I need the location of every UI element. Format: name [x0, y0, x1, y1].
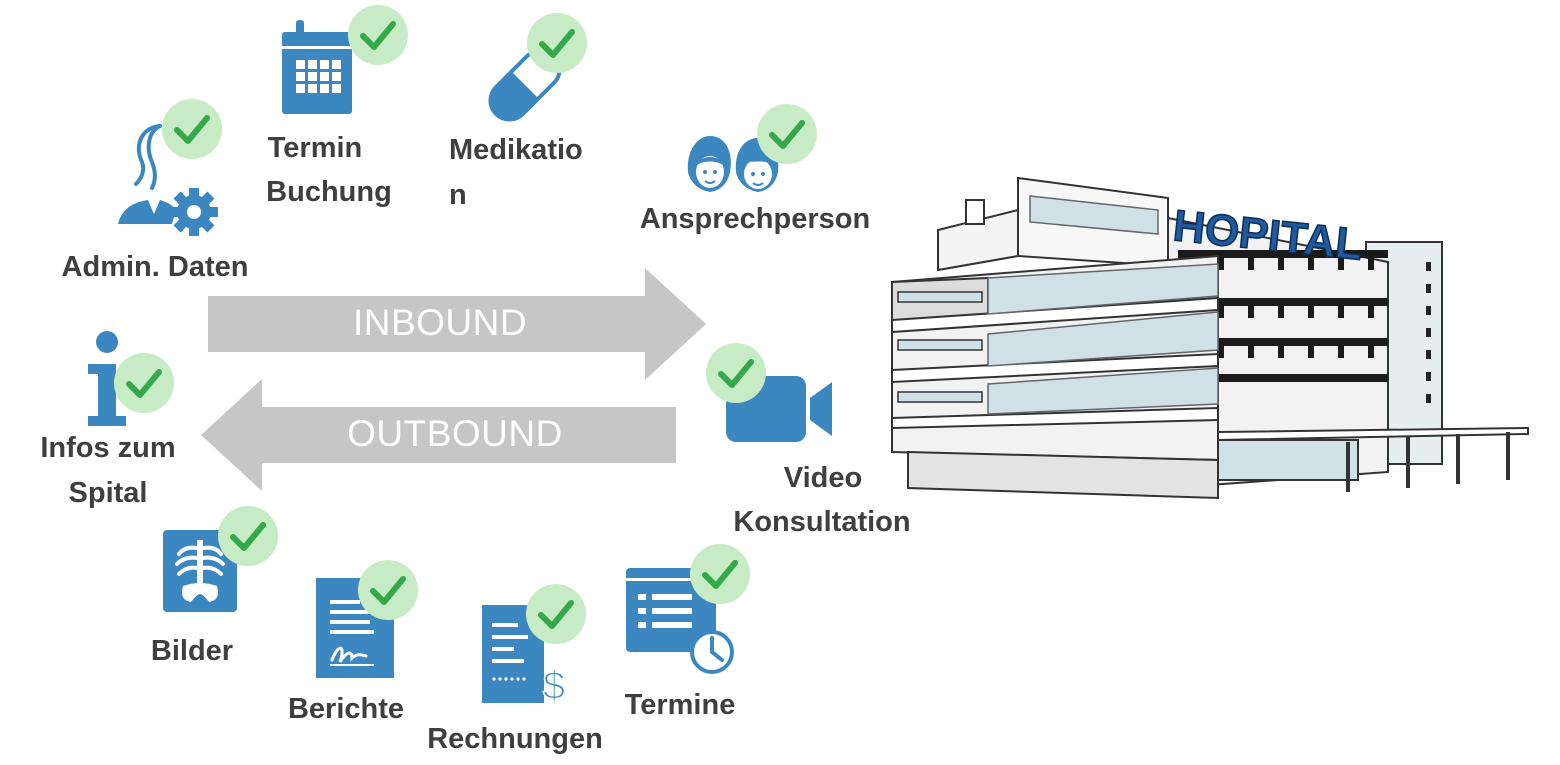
checkmark-icon — [757, 104, 817, 164]
termin-buchung-label-2: Buchung — [266, 176, 392, 208]
video-label-1: Video — [783, 462, 863, 494]
outbound-label: OUTBOUND — [347, 413, 563, 454]
rechnungen-label: Rechnungen — [427, 723, 603, 755]
inbound-label: INBOUND — [352, 302, 528, 343]
hospital-building: HOPITAL — [891, 176, 1529, 500]
user-gear-icon — [118, 124, 218, 236]
checkmark-icon — [114, 353, 174, 413]
checkmark-icon — [526, 584, 586, 644]
video-label-2: Konsultation — [733, 506, 911, 538]
bilder-label: Bilder — [150, 635, 234, 667]
svg-text:$: $ — [543, 664, 565, 705]
calendar-icon — [282, 20, 352, 114]
ansprechperson-label: Ansprechperson — [639, 203, 871, 235]
outbound-arrow — [201, 379, 676, 491]
medikation-label-2: n — [449, 179, 467, 211]
invoice-icon: $ — [482, 605, 566, 705]
checkmark-icon — [706, 343, 766, 403]
checkmark-icon — [348, 5, 408, 65]
termin-buchung-label-1: Termin — [267, 132, 363, 164]
schedule-document-icon — [626, 568, 734, 674]
checkmark-icon — [162, 99, 222, 159]
infos-spital-label-2: Spital — [68, 477, 148, 509]
berichte-label: Berichte — [287, 693, 405, 725]
info-icon — [88, 331, 126, 426]
infos-spital-label-1: Infos zum — [40, 432, 176, 464]
admin-daten-label: Admin. Daten — [61, 251, 249, 283]
checkmark-icon — [218, 506, 278, 566]
checkmark-icon — [358, 560, 418, 620]
checkmark-icon — [690, 544, 750, 604]
termine-label: Termine — [624, 689, 736, 721]
xray-icon — [163, 530, 237, 612]
inbound-arrow — [208, 268, 706, 380]
checkmark-icon — [527, 13, 587, 73]
medikation-label-1: Medikatio — [449, 134, 583, 166]
